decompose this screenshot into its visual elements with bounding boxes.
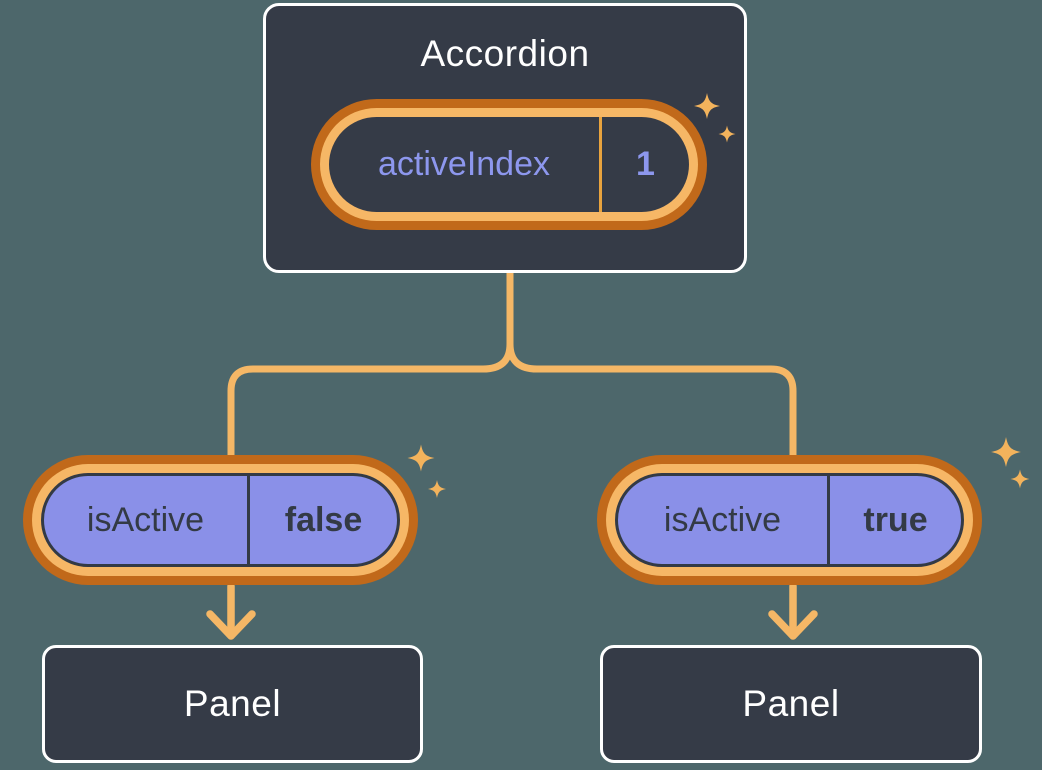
- sparkles-icon: [991, 437, 1030, 489]
- panel-node-left: Panel: [42, 645, 423, 763]
- state-pill-activeindex: activeIndex 1: [311, 99, 707, 230]
- pill-divider: [599, 117, 602, 212]
- connector-root-to-left-child: [227, 272, 514, 457]
- arrow-down-icon: [768, 582, 818, 640]
- prop-pill-isactive-false: isActive false: [23, 455, 418, 585]
- state-pill-ring: activeIndex 1: [320, 108, 698, 221]
- pill-divider: [247, 476, 250, 564]
- prop-name-label: isActive: [663, 500, 782, 539]
- sparkles-icon: [407, 444, 446, 498]
- arrow-down-icon: [206, 582, 256, 640]
- panel-node-right: Panel: [600, 645, 982, 763]
- prop-pill-ring: isActive true: [606, 464, 973, 576]
- prop-pill-ring: isActive false: [32, 464, 409, 576]
- prop-value-label: true: [863, 500, 928, 539]
- state-value-label: 1: [636, 145, 655, 183]
- panel-node-title: Panel: [183, 683, 282, 724]
- prop-value-label: false: [284, 500, 363, 539]
- prop-pill-isactive-true: isActive true: [597, 455, 982, 585]
- panel-node-title: Panel: [742, 683, 840, 724]
- state-name-label: activeIndex: [378, 145, 550, 183]
- prop-name-label: isActive: [86, 500, 205, 539]
- pill-divider: [827, 476, 830, 564]
- accordion-node-title: Accordion: [420, 33, 590, 74]
- connector-root-to-right-child: [506, 272, 797, 457]
